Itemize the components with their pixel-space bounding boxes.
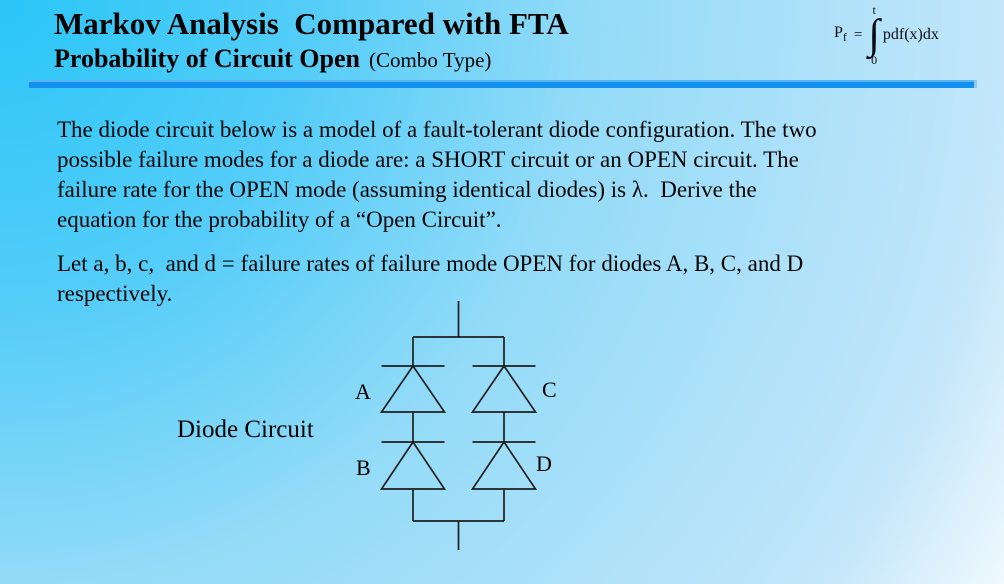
slide-subtitle: Probability of Circuit Open (Combo Type) xyxy=(54,44,491,74)
title-divider-rule xyxy=(29,80,977,88)
formula-equals: = xyxy=(853,26,863,43)
subtitle-note: (Combo Type) xyxy=(369,48,492,72)
integral-group: t ∫ 0 xyxy=(868,4,880,66)
formula-integrand: pdf(x)dx xyxy=(882,26,939,43)
paragraph2-line2: respectively. xyxy=(57,281,173,306)
slide-title: Markov Analysis Compared with FTA xyxy=(54,6,569,41)
diode-d-label: D xyxy=(536,451,552,476)
formula-p: P xyxy=(834,24,843,42)
diode-b-symbol xyxy=(379,440,447,490)
diode-a-label: A xyxy=(355,379,371,404)
diode-c-label: C xyxy=(542,377,557,402)
integral-upper-limit: t xyxy=(872,3,876,17)
subtitle-main: Probability of Circuit Open xyxy=(54,44,360,73)
diode-d-symbol xyxy=(470,440,538,490)
diode-c-symbol xyxy=(470,364,538,413)
paragraph2-line1: Let a, b, c, and d = failure rates of fa… xyxy=(57,251,804,276)
definitions-paragraph: Let a, b, c, and d = failure rates of fa… xyxy=(57,249,803,309)
paragraph1-line3: failure rate for the OPEN mode (assuming… xyxy=(57,177,757,202)
diagram-caption: Diode Circuit xyxy=(177,416,314,443)
paragraph1-line1: The diode circuit below is a model of a … xyxy=(57,117,817,142)
formula-lhs: Pf xyxy=(834,24,847,45)
integral-icon: ∫ xyxy=(868,12,880,58)
diode-a-symbol xyxy=(379,364,447,413)
paragraph1-line2: possible failure modes for a diode are: … xyxy=(57,147,799,172)
circuit-wires xyxy=(412,301,505,550)
paragraph1-line4: equation for the probability of a “Open … xyxy=(57,207,502,232)
diode-b-label: B xyxy=(356,455,371,480)
formula-subscript: f xyxy=(842,30,847,45)
probability-formula: Pf = t ∫ 0 pdf(x)dx xyxy=(834,4,939,66)
problem-paragraph: The diode circuit below is a model of a … xyxy=(57,115,817,235)
integral-lower-limit: 0 xyxy=(871,53,878,67)
